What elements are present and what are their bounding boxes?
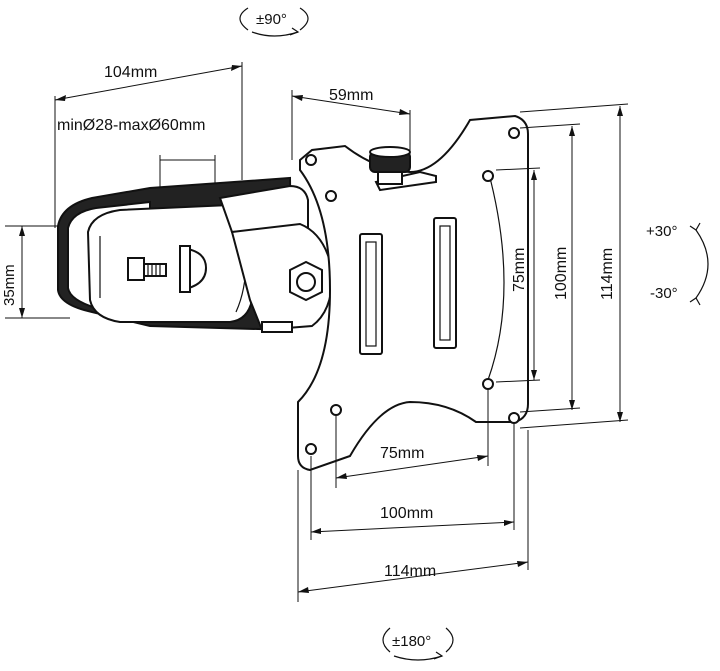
dim-horizontal-114: 114mm	[297, 430, 529, 602]
rotation-bottom-symbol: ±180°	[382, 627, 454, 661]
dim-clamp-label: minØ28-maxØ60mm	[57, 117, 205, 134]
dim-horizontal-100: 100mm	[310, 424, 515, 540]
hole-114-bl	[305, 443, 317, 455]
dim-104-label: 104mm	[104, 64, 157, 81]
rotation-top-symbol: ±90°	[239, 7, 309, 37]
hole-100-bl	[330, 404, 342, 416]
rotation-top-label: ±90°	[256, 11, 287, 28]
dim-horizontal-114-label: 114mm	[384, 563, 436, 580]
dim-59-label: 59mm	[329, 87, 373, 104]
dim-vertical-114-label: 114mm	[599, 248, 616, 300]
hole-75-br	[482, 378, 494, 390]
tilt-nut	[289, 260, 323, 302]
dim-35-label: 35mm	[1, 264, 18, 306]
dim-vertical-114: 114mm	[519, 103, 629, 429]
vesa-plate	[297, 114, 529, 472]
dim-vertical-75-label: 75mm	[511, 248, 528, 292]
hole-75-tl	[325, 190, 337, 202]
dim-clamp-range: minØ28-maxØ60mm	[57, 117, 216, 208]
plate-slot-right	[433, 217, 457, 349]
clamp-bolt	[127, 257, 167, 281]
rotation-bottom-label: ±180°	[392, 633, 431, 650]
dim-horizontal-75: 75mm	[335, 390, 489, 488]
dim-vertical-100: 100mm	[519, 123, 581, 413]
hole-114-tr	[508, 127, 520, 139]
adjustment-knob	[369, 146, 437, 192]
dim-horizontal-100-label: 100mm	[380, 505, 433, 522]
tilt-symbol: +30° -30°	[646, 222, 709, 306]
tilt-down-label: -30°	[650, 285, 678, 302]
mount-arm-assembly	[57, 176, 334, 333]
dim-vertical-75: 75mm	[495, 167, 541, 383]
hole-114-tl	[305, 154, 317, 166]
dim-59-knob: 59mm	[291, 87, 411, 160]
dim-horizontal-75-label: 75mm	[380, 445, 424, 462]
plate-slot-left	[359, 233, 383, 355]
hole-75-tr	[482, 170, 494, 182]
dim-vertical-100-label: 100mm	[553, 247, 570, 300]
hole-114-br	[508, 412, 520, 424]
tilt-up-label: +30°	[646, 223, 677, 240]
dim-104-arm: 104mm	[54, 62, 243, 228]
